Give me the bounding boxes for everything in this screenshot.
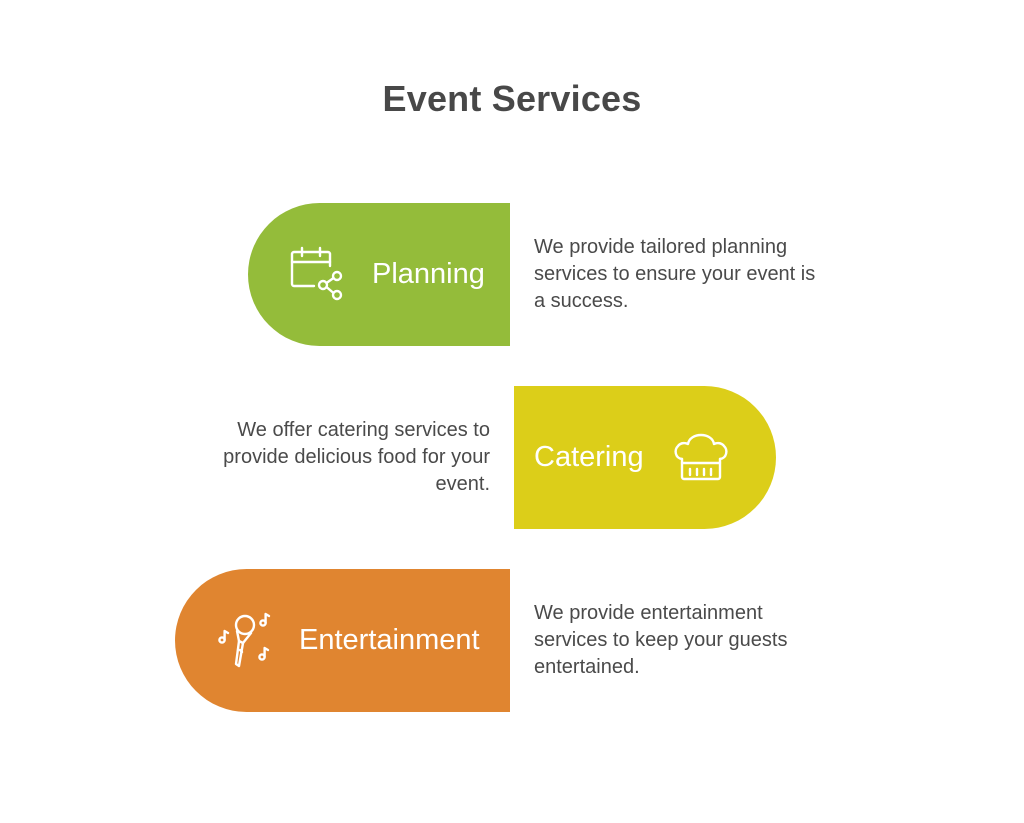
entertainment-pill: Entertainment bbox=[175, 569, 510, 712]
description-line: We provide entertainment bbox=[534, 602, 763, 624]
description-line: services to keep your guests bbox=[534, 629, 788, 651]
calendar-share-icon bbox=[290, 246, 343, 300]
description-line: We provide tailored planning bbox=[534, 236, 788, 258]
catering-pill: Catering bbox=[514, 386, 776, 529]
catering-label: Catering bbox=[534, 441, 644, 473]
planning-pill: Planning bbox=[248, 203, 510, 346]
page-title: Event Services bbox=[382, 78, 642, 119]
description-line: services to ensure your event is bbox=[534, 263, 816, 285]
description-line: entertained. bbox=[534, 656, 640, 678]
microphone-music-icon bbox=[218, 612, 271, 667]
catering-description: We offer catering services to provide de… bbox=[160, 417, 490, 498]
description-line: We offer catering services to bbox=[237, 419, 490, 441]
entertainment-description: We provide entertainment services to kee… bbox=[534, 600, 874, 681]
entertainment-label: Entertainment bbox=[299, 624, 480, 656]
description-line: event. bbox=[435, 473, 490, 495]
planning-description: We provide tailored planning services to… bbox=[534, 234, 874, 315]
description-line: provide delicious food for your bbox=[223, 446, 490, 468]
chef-hat-icon bbox=[674, 433, 728, 480]
planning-label: Planning bbox=[372, 258, 485, 290]
description-line: a success. bbox=[534, 290, 629, 312]
